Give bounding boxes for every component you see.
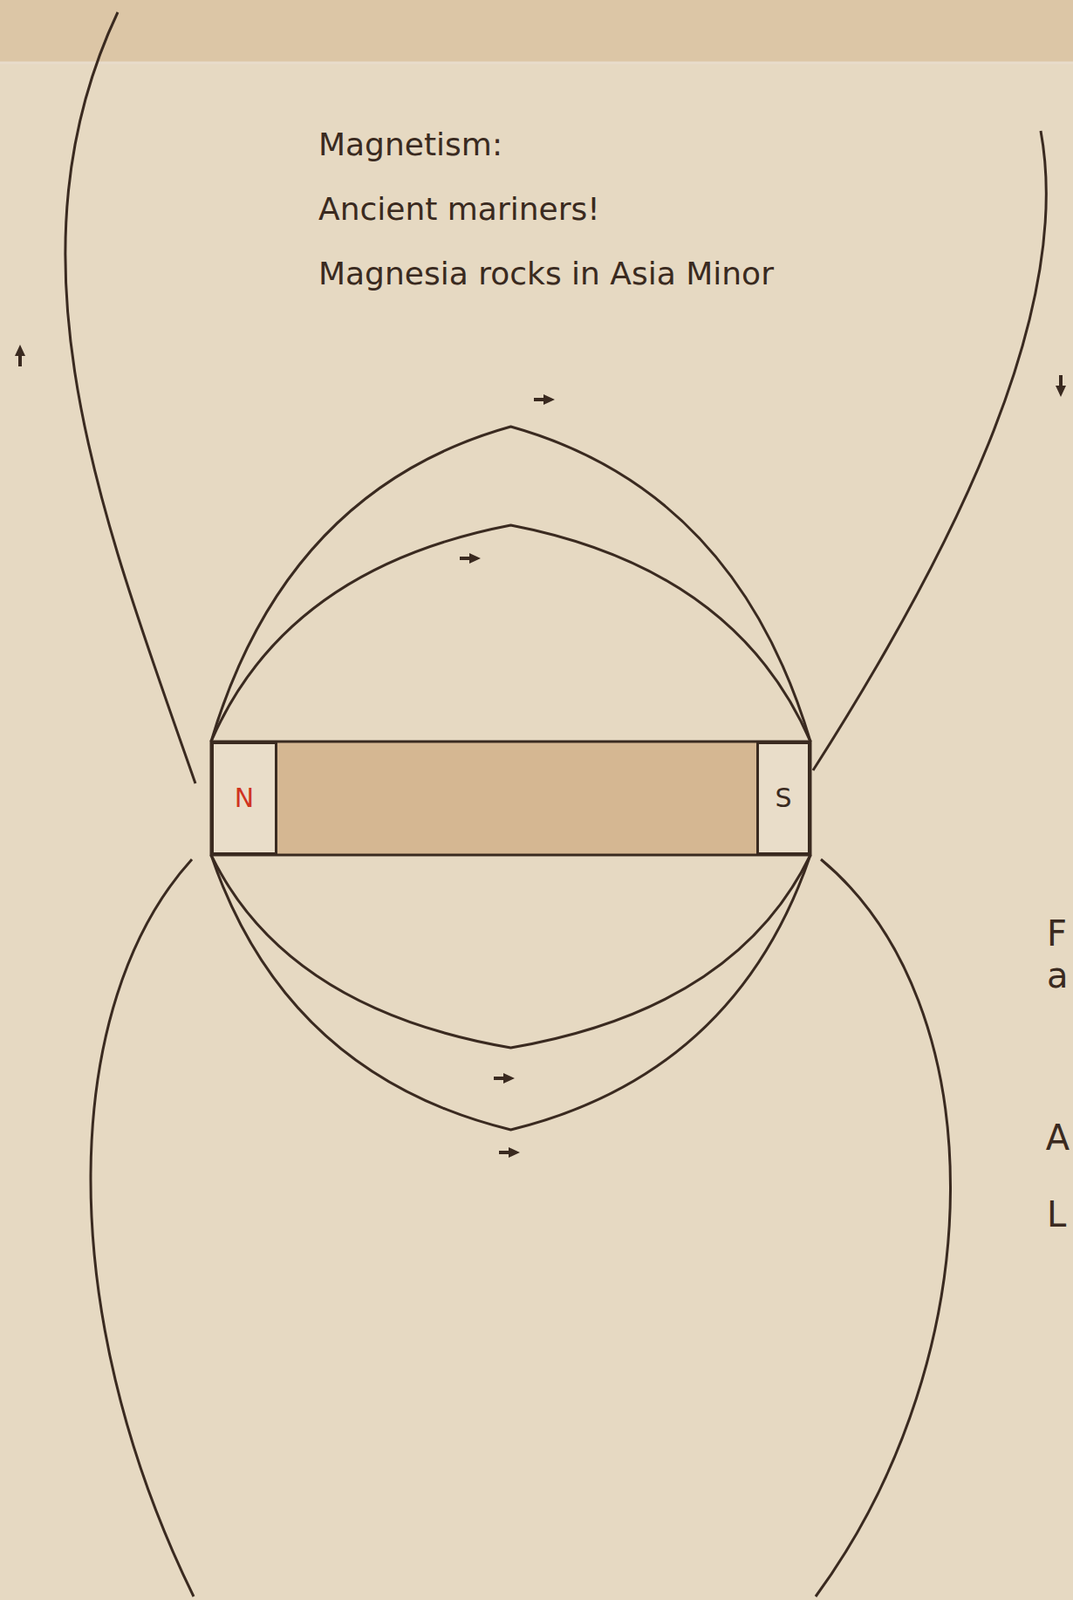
cut-off-letter: A (1045, 1116, 1070, 1159)
field-line (211, 426, 811, 742)
slide-note: Magnesia rocks in Asia Minor (318, 254, 774, 293)
direction-arrow (493, 1073, 515, 1084)
direction-arrow (533, 394, 555, 405)
direction-arrow (459, 553, 481, 564)
top-band (0, 0, 1073, 63)
field-line (815, 859, 951, 1597)
field-line (211, 854, 811, 1130)
field-line (813, 130, 1046, 771)
field-line (90, 859, 194, 1597)
field-line (211, 525, 811, 742)
direction-arrow (1055, 375, 1067, 397)
pole-letter: S (774, 785, 792, 812)
magnet-pole: S (756, 741, 811, 855)
pole-letter: N (234, 785, 254, 812)
band-edge (0, 61, 1073, 65)
magnet-pole: N (211, 741, 278, 855)
field-line (65, 12, 196, 784)
direction-arrow (14, 344, 26, 367)
magnet-body (211, 741, 811, 855)
slide-note: Ancient mariners! (318, 190, 601, 228)
cut-off-letter: F (1046, 912, 1067, 955)
cut-off-letter: L (1046, 1193, 1067, 1236)
slide-title: Magnetism: (318, 125, 503, 164)
cut-off-letter: a (1046, 954, 1069, 997)
direction-arrow (498, 1147, 520, 1158)
field-line (211, 854, 811, 1048)
